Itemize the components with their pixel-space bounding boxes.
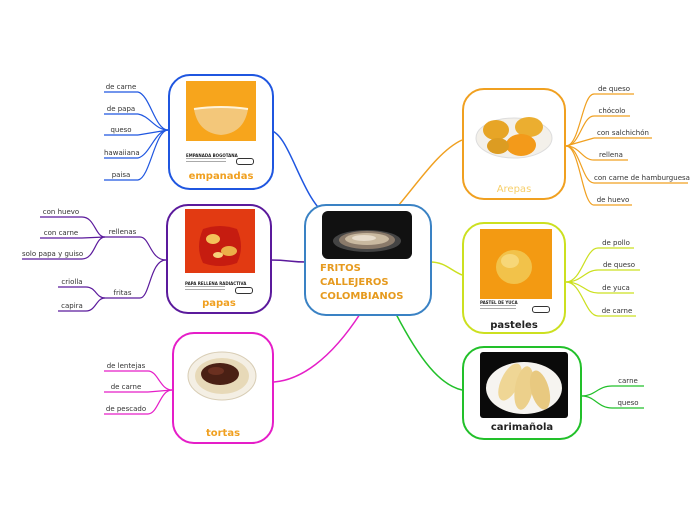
leaf-arepas-0[interactable]: de queso bbox=[597, 85, 631, 93]
leaf-papas-rellenas-1[interactable]: con carne bbox=[43, 229, 79, 237]
leaf-arepas-2[interactable]: con salchichón bbox=[597, 129, 649, 137]
fried-pan-image bbox=[333, 230, 401, 252]
leaf-empanadas-0[interactable]: de carne bbox=[105, 83, 137, 91]
pasteles-title: pasteles bbox=[490, 320, 538, 331]
leaf-arepas-5[interactable]: de huevo bbox=[596, 196, 630, 204]
papas-title: papas bbox=[202, 298, 236, 309]
leaf-papas-fritas-1[interactable]: capira bbox=[61, 302, 83, 310]
connector-papas bbox=[269, 259, 307, 263]
leaf-pasteles-2[interactable]: de yuca bbox=[602, 284, 630, 292]
leaf-empanadas-4[interactable]: paisa bbox=[111, 171, 131, 179]
leaf-carimanola-1[interactable]: queso bbox=[617, 399, 639, 407]
empanada-photo bbox=[186, 81, 256, 153]
papa-photo bbox=[185, 209, 255, 281]
leaf-pasteles-1[interactable]: de queso bbox=[602, 261, 636, 269]
leaf-arepas-3[interactable]: rellena bbox=[599, 151, 623, 159]
tortas-title: tortas bbox=[205, 428, 241, 439]
leaf-tortas-1[interactable]: de carne bbox=[110, 383, 142, 391]
leaf-arepas-4[interactable]: con carne de hamburguesa bbox=[594, 174, 690, 182]
leaf-papas-rellenas-0[interactable]: con huevo bbox=[42, 208, 80, 216]
empanada-caption: EMPANADA BOGOTANA bbox=[186, 153, 238, 158]
group-fritas[interactable]: fritas bbox=[113, 289, 132, 297]
arepas-title: Arepas bbox=[496, 184, 532, 195]
carimanola-photo bbox=[480, 352, 568, 418]
empanadas-title: empanadas bbox=[188, 171, 254, 182]
arepa-image bbox=[475, 117, 553, 159]
carimanola-image bbox=[486, 362, 562, 414]
leaf-pasteles-3[interactable]: de carne bbox=[601, 307, 633, 315]
center-photo bbox=[322, 211, 412, 259]
empanada-caption-detail bbox=[186, 158, 226, 164]
leaf-carimanola-0[interactable]: carne bbox=[618, 377, 638, 385]
leaf-pasteles-0[interactable]: de pollo bbox=[602, 239, 630, 247]
leaf-empanadas-3[interactable]: hawaiiana bbox=[104, 149, 140, 157]
pastel-logo-icon bbox=[532, 306, 550, 313]
carimanola-title: carimañola bbox=[490, 422, 554, 433]
papa-caption-detail bbox=[185, 286, 225, 292]
center-title: FRITOS CALLEJEROS COLOMBIANOS bbox=[320, 263, 404, 302]
pastel-photo bbox=[480, 229, 552, 299]
empanada-image bbox=[186, 106, 256, 153]
connector-pasteles bbox=[429, 261, 463, 276]
torta-photo bbox=[186, 346, 258, 404]
leaf-tortas-0[interactable]: de lentejas bbox=[106, 362, 146, 370]
group-rellenas[interactable]: rellenas bbox=[108, 228, 137, 236]
pastel-caption-detail bbox=[480, 305, 516, 311]
papa-logo-icon bbox=[235, 287, 253, 294]
leaf-empanadas-2[interactable]: queso bbox=[110, 126, 132, 134]
leaf-empanadas-1[interactable]: de papa bbox=[106, 105, 136, 113]
papa-image bbox=[185, 226, 255, 281]
arepa-photo bbox=[474, 110, 554, 162]
torta-image bbox=[187, 351, 257, 401]
pastel-caption: PASTEL DE YUCA bbox=[480, 300, 518, 305]
leaf-tortas-2[interactable]: de pescado bbox=[105, 405, 147, 413]
leaf-papas-rellenas-2[interactable]: solo papa y guiso bbox=[22, 250, 84, 258]
papa-caption: PAPA RELLENA RADIACTIVA bbox=[185, 281, 247, 286]
leaf-papas-fritas-0[interactable]: criolla bbox=[61, 278, 83, 286]
leaf-arepas-1[interactable]: chócolo bbox=[598, 107, 626, 115]
pastel-image bbox=[496, 250, 532, 284]
empanada-logo-icon bbox=[236, 158, 254, 165]
connector-arepas bbox=[397, 139, 463, 207]
connector-carimanola bbox=[395, 313, 463, 391]
connector-tortas bbox=[273, 313, 361, 383]
